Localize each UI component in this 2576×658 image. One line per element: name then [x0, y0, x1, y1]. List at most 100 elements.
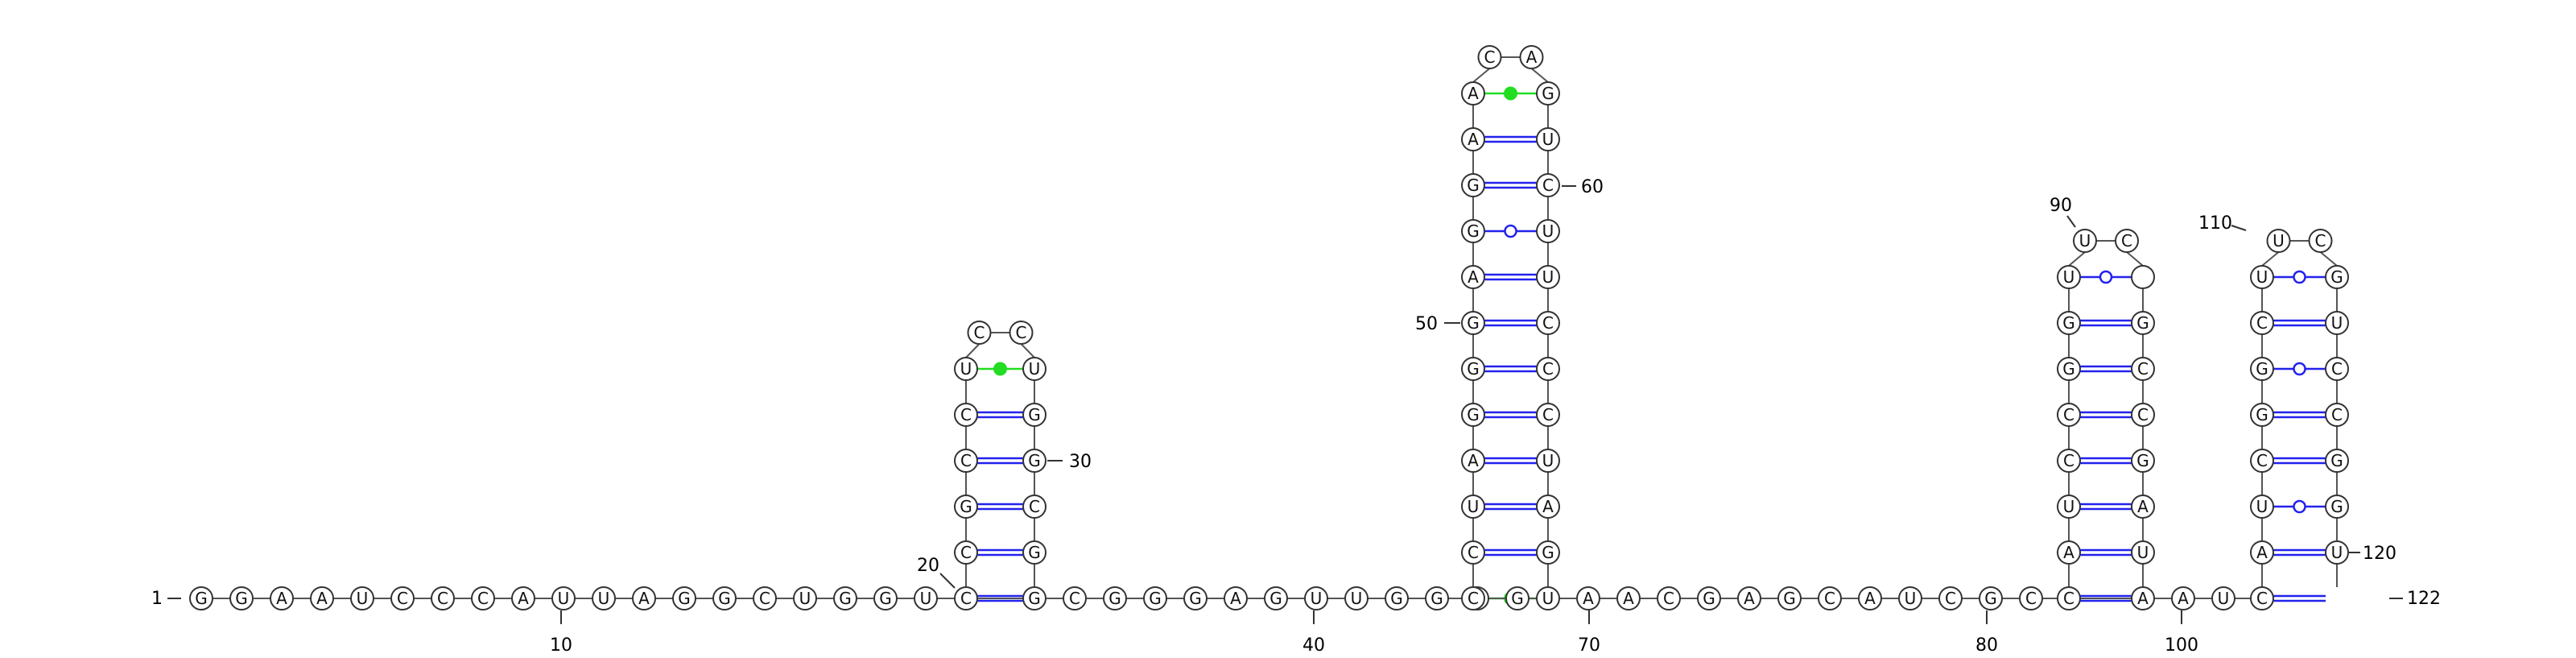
hairpin-2-left-6-circle	[1461, 311, 1485, 335]
position-label-110: 110	[2198, 213, 2232, 234]
hairpin-4-right-3-letter: G	[2330, 451, 2343, 470]
hairpin-1-left-2-letter: G	[960, 497, 972, 516]
nucleotide-base-30: G	[1385, 586, 1409, 610]
nucleotide-base-4: A	[310, 586, 334, 610]
nucleotide-base-18: G	[873, 586, 898, 610]
hairpin-2-right-11-letter: G	[1542, 84, 1554, 103]
hairpin-2-loop-2: A	[1519, 45, 1544, 69]
hairpin-2-left-9-letter: G	[1467, 176, 1480, 195]
hairpin-2-left-9-circle	[1461, 173, 1485, 197]
hairpin-2-right-4-circle	[1536, 403, 1560, 427]
nucleotide-base-9-circle	[511, 586, 535, 610]
noncanonical-pair-marker	[1504, 86, 1517, 101]
nucleotide-base-33-circle	[1505, 586, 1530, 610]
hairpin-4-right-1-letter: U	[2331, 543, 2343, 562]
hairpin-4-loop-1-circle	[2266, 229, 2291, 253]
hairpin-4-loop-2-letter: C	[2315, 231, 2326, 250]
backbone-layer	[213, 56, 2338, 599]
hairpin-1-right-4-letter: G	[1028, 405, 1041, 424]
hairpin-2-left-8: G	[1461, 219, 1485, 243]
nucleotide-base-25: G	[1183, 586, 1208, 610]
nucleotide-base-3-circle	[270, 586, 294, 610]
hairpin-4-right-3: G	[2325, 449, 2349, 473]
hairpin-2-left-11: A	[1461, 81, 1485, 106]
nucleotide-base-29-circle	[1344, 586, 1368, 610]
hairpin-4-right-6-circle	[2325, 311, 2349, 335]
hairpin-4-left-3: C	[2250, 449, 2274, 473]
hairpin-1-loop-2: C	[1009, 321, 1034, 345]
hairpin-2-loop-2-letter: A	[1526, 48, 1538, 67]
hairpin-1-left-3-letter: C	[960, 451, 972, 470]
nucleotide-base-27-letter: G	[1269, 589, 1282, 608]
nucleotide-base-5-letter: U	[357, 589, 369, 608]
nucleotide-base-18-letter: G	[879, 589, 892, 608]
hairpin-3-right-7-circle	[2131, 265, 2155, 289]
hairpin-4-left-5: G	[2250, 357, 2274, 381]
nucleotide-base-43-letter: A	[1864, 589, 1876, 608]
hairpin-1-right-3: G	[1022, 449, 1046, 473]
nucleotide-base-33-letter: G	[1511, 589, 1524, 608]
nucleotide-base-9-letter: A	[518, 589, 529, 608]
nucleotide-base-19-letter: U	[920, 589, 932, 608]
hairpin-2-right-6-letter: C	[1542, 313, 1554, 333]
nucleotide-base-36-letter: A	[1583, 589, 1594, 608]
nucleotide-base-31-circle	[1425, 586, 1449, 610]
hairpin-3-right-3-circle	[2131, 449, 2155, 473]
hairpin-1-loop-1-circle	[967, 321, 992, 345]
nucleotide-base-30-letter: G	[1390, 589, 1403, 608]
hairpin-3-left-3-letter: C	[2063, 451, 2074, 470]
hairpin-2-left-7-circle	[1461, 265, 1485, 289]
hairpin-3-right-2-circle	[2131, 495, 2155, 519]
hairpin-2-right-8: U	[1536, 219, 1560, 243]
hairpin-2-left-2: U	[1461, 495, 1485, 519]
hairpin-1-right-3-circle	[1022, 449, 1046, 473]
nucleotide-base-13-circle	[672, 586, 696, 610]
hairpin-2-right-11-circle	[1536, 81, 1560, 106]
nucleotide-base-1: G	[189, 586, 213, 610]
hairpin-1-right-1: G	[1022, 540, 1046, 565]
hairpin-1-left-5-letter: U	[960, 359, 972, 379]
hairpin-2-right-2-circle	[1536, 495, 1560, 519]
backbone-segment	[1530, 68, 1549, 83]
hairpin-4-right-7-circle	[2325, 265, 2349, 289]
nucleotide-base-36-circle	[1576, 586, 1600, 610]
nucleotide-base-42: C	[1818, 586, 1842, 610]
hairpin-3-left-3-circle	[2057, 449, 2081, 473]
hairpin-1-right-2-letter: C	[1029, 497, 1040, 516]
nucleotide-base-47-circle	[2019, 586, 2043, 610]
hairpin-4-right-4: C	[2325, 403, 2349, 427]
hairpin-1-right-4: G	[1022, 403, 1046, 427]
hairpin-3-right-7	[2131, 265, 2155, 289]
nucleotide-base-45: C	[1938, 586, 1963, 610]
nucleotide-base-5: U	[350, 586, 374, 610]
nucleotide-base-45-circle	[1938, 586, 1963, 610]
hairpin-1-right-2: C	[1022, 495, 1046, 519]
hairpin-4-left-4-circle	[2250, 403, 2274, 427]
hairpin-2-right-11: G	[1536, 81, 1560, 106]
hairpin-2-right-10-letter: U	[1542, 130, 1554, 149]
hairpin-4-left-1: A	[2250, 540, 2274, 565]
wobble-pair-marker	[2293, 362, 2306, 376]
hairpin-4-right-1: U	[2325, 540, 2349, 565]
nucleotide-base-28-letter: U	[1311, 589, 1323, 608]
hairpin-2-left-10-letter: A	[1468, 130, 1479, 149]
base-pair-layer	[977, 86, 2326, 606]
nucleotide-base-41: G	[1777, 586, 1802, 610]
hairpin-2-right-9-circle	[1536, 173, 1560, 197]
hairpin-3-left-7-circle	[2057, 265, 2081, 289]
hairpin-4-left-7-circle	[2250, 265, 2274, 289]
position-label-40: 40	[1302, 635, 1325, 656]
nucleotide-base-11-letter: U	[598, 589, 610, 608]
nucleotide-base-50: A	[2171, 586, 2195, 610]
nucleotide-base-7-letter: C	[437, 589, 448, 608]
hairpin-4-loop-1-letter: U	[2273, 231, 2285, 250]
nucleotide-base-14-letter: G	[718, 589, 731, 608]
nucleotide-base-35-letter: U	[1542, 589, 1554, 608]
nucleotide-base-52-circle	[2250, 586, 2274, 610]
nucleotide-base-17-letter: G	[839, 589, 852, 608]
nucleotide-base-44: U	[1898, 586, 1922, 610]
hairpin-1-right-3-letter: G	[1028, 451, 1041, 470]
hairpin-2-left-5-circle	[1461, 357, 1485, 381]
hairpin-3-loop-2-circle	[2115, 229, 2139, 253]
hairpin-3-left-6-letter: G	[2062, 313, 2075, 333]
